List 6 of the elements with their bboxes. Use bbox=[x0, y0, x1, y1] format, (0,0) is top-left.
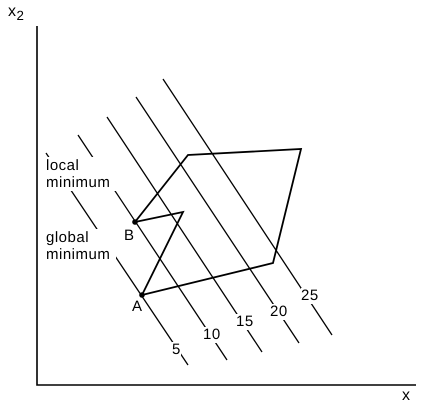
contour-value: 20 bbox=[270, 304, 288, 320]
contour-value: 10 bbox=[203, 327, 221, 343]
point-label: local minimum bbox=[46, 157, 116, 191]
contour-value: 15 bbox=[236, 314, 254, 330]
contour-value: 25 bbox=[301, 288, 319, 304]
contour-value: 5 bbox=[172, 342, 181, 358]
